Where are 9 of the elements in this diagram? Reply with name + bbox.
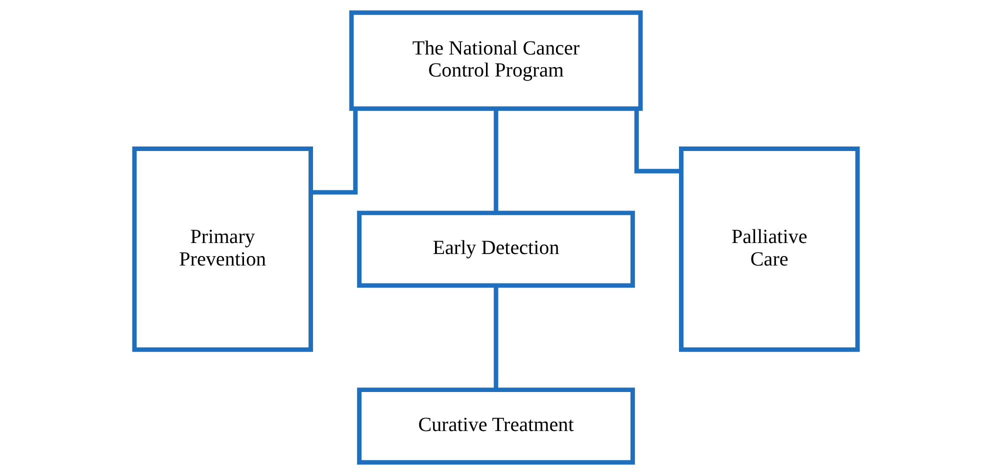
connector <box>634 108 682 174</box>
node-box: Palliative Care <box>679 146 860 352</box>
connector <box>494 286 498 390</box>
node-box: Primary Prevention <box>132 146 313 352</box>
node-box: Early Detection <box>357 210 635 288</box>
node-box: The National Cancer Control Program <box>349 10 643 111</box>
node-box: Curative Treatment <box>357 388 635 465</box>
connector <box>310 108 358 195</box>
connector <box>494 108 498 213</box>
